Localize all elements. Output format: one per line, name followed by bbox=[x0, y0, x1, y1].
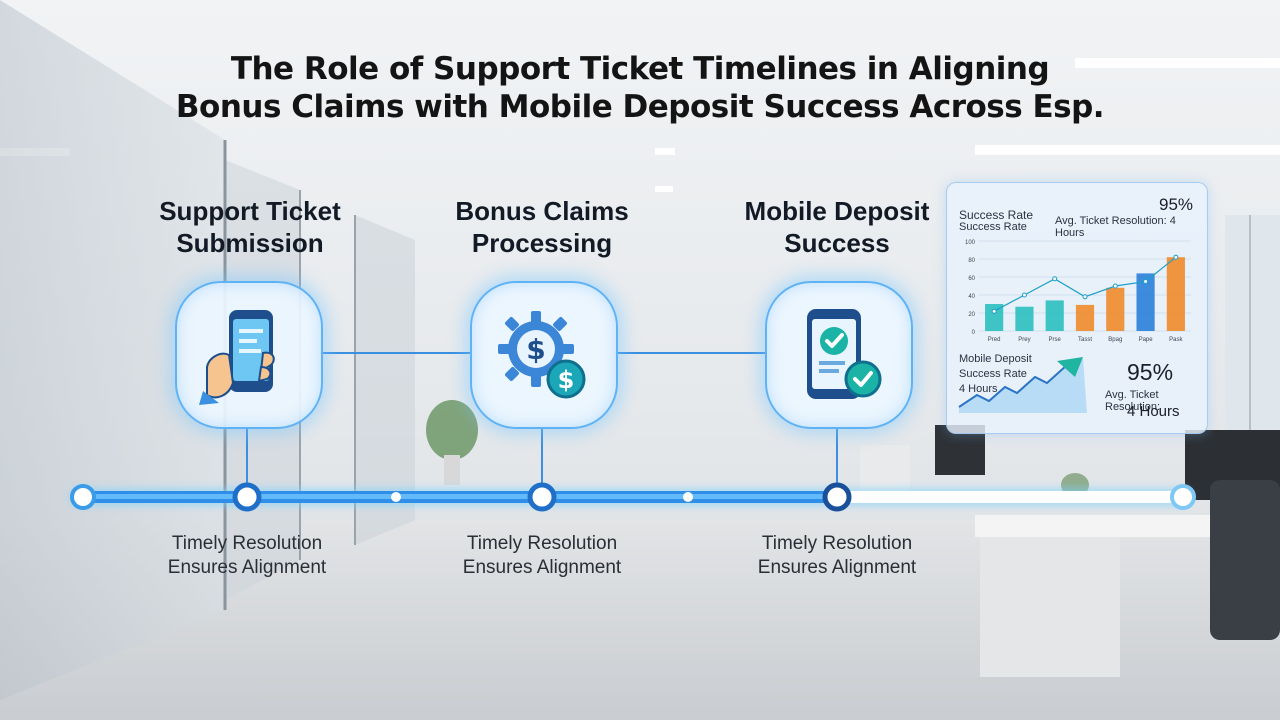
step-card-support-ticket[interactable] bbox=[175, 281, 323, 429]
step-caption-2: Timely Resolution Ensures Alignment bbox=[462, 533, 622, 578]
step-card-bonus-claims[interactable]: $ $ bbox=[470, 281, 618, 429]
step-title-bonus-claims: Bonus Claims Processing bbox=[455, 196, 629, 258]
title-line-1: The Role of Support Ticket Timelines in … bbox=[230, 51, 1050, 87]
stats-dashboard-panel: Success Rate Success Rate 95% Avg. Ticke… bbox=[946, 182, 1208, 434]
chart-y-tick-label: 0 bbox=[972, 330, 976, 336]
panel-mobile-deposit-label: Mobile Deposit bbox=[959, 353, 1032, 365]
timeline-node-end bbox=[1170, 484, 1196, 510]
chart-y-tick-label: 100 bbox=[965, 240, 976, 246]
step-title-mobile-deposit: Mobile Deposit Success bbox=[744, 196, 930, 258]
timeline-node-3 bbox=[822, 482, 852, 512]
timeline-node-2 bbox=[527, 482, 557, 512]
page-title: The Role of Support Ticket Timelines in … bbox=[140, 50, 1140, 126]
chart-bar bbox=[1045, 300, 1064, 331]
chart-bar bbox=[1075, 304, 1095, 331]
chart-line-point bbox=[1143, 279, 1149, 284]
step-card-mobile-deposit[interactable] bbox=[765, 281, 913, 429]
chart-y-tick-label: 20 bbox=[968, 312, 975, 318]
chart-line-point bbox=[1082, 294, 1088, 300]
timeline-dot-2 bbox=[683, 492, 693, 502]
chart-y-tick-label: 40 bbox=[968, 294, 975, 300]
chart-line-point bbox=[1021, 292, 1027, 298]
panel-success-rate-label: Success Rate bbox=[959, 208, 1034, 222]
chart-y-tick-label: 80 bbox=[968, 258, 975, 264]
timeline-dot-1 bbox=[391, 492, 401, 502]
chart-bar bbox=[985, 304, 1004, 331]
panel-avg-resolution-top: Avg. Ticket Resolution: 4 Hours bbox=[1055, 215, 1176, 239]
chart-bar bbox=[1015, 306, 1034, 331]
panel-success-rate-sublabel: Success Rate bbox=[959, 221, 1027, 233]
panel-success-rate-label-3: Success Rate bbox=[959, 368, 1027, 380]
gear-dollar-icon: $ $ bbox=[498, 311, 586, 399]
phone-hand-icon bbox=[199, 310, 275, 405]
chart-bar bbox=[1106, 287, 1125, 331]
panel-top-value: 95% bbox=[1159, 195, 1194, 214]
svg-text:$: $ bbox=[558, 366, 575, 394]
chart-line-point bbox=[991, 308, 997, 314]
chart-x-tick-label: Tasst bbox=[1078, 337, 1092, 343]
timeline-node-1 bbox=[232, 482, 262, 512]
chart-x-tick-label: Pred bbox=[988, 337, 1001, 343]
chart-x-tick-label: Pask bbox=[1169, 337, 1183, 343]
chart-line-point bbox=[1112, 283, 1118, 289]
phone-check-icon bbox=[807, 309, 882, 399]
step-caption-3: Timely Resolution Ensures Alignment bbox=[757, 533, 917, 578]
timeline-node-start bbox=[70, 484, 96, 510]
panel-hours-bottom: 4 Hours bbox=[1127, 403, 1180, 420]
trend-sparkline bbox=[958, 357, 1087, 413]
svg-text:$: $ bbox=[526, 333, 545, 366]
panel-bottom-value: 95% bbox=[1127, 359, 1174, 385]
chart-bar bbox=[1166, 257, 1185, 331]
chart-bar bbox=[1136, 273, 1155, 331]
chart-line-point bbox=[1052, 276, 1058, 282]
chart-x-tick-label: Bpag bbox=[1108, 337, 1122, 343]
chart-x-tick-label: Prse bbox=[1049, 337, 1062, 343]
chart-y-tick-label: 60 bbox=[968, 276, 975, 282]
chart-x-tick-label: Pape bbox=[1139, 337, 1154, 343]
panel-avg-resolution-bottom: Avg. Ticket Resolution: bbox=[1105, 389, 1161, 413]
title-line-2: Bonus Claims with Mobile Deposit Success… bbox=[175, 89, 1105, 125]
chart-line-point bbox=[1173, 254, 1179, 260]
panel-hours-label: 4 Hours bbox=[959, 383, 998, 395]
step-title-support-ticket: Support Ticket Submission bbox=[159, 196, 341, 258]
step-caption-1: Timely Resolution Ensures Alignment bbox=[167, 533, 327, 578]
chart-x-tick-label: Prey bbox=[1018, 337, 1030, 343]
